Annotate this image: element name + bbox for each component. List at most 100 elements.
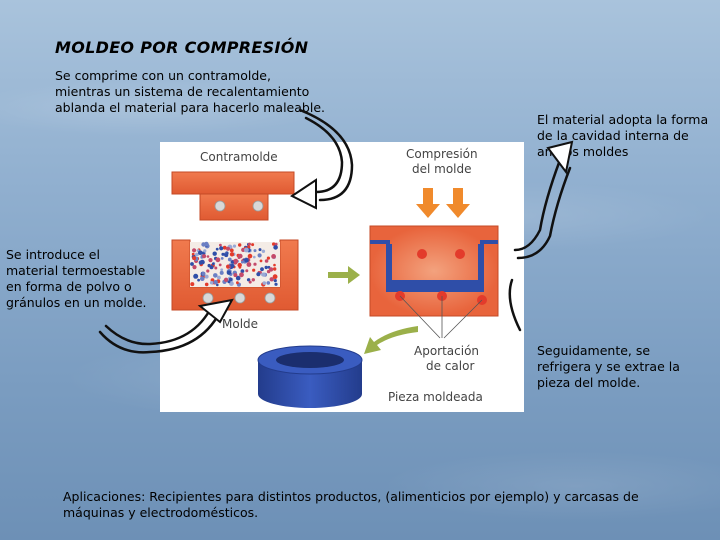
granule bbox=[272, 274, 278, 280]
granule bbox=[264, 265, 268, 270]
granule bbox=[204, 274, 209, 279]
introduce-text: Se introduce el material termoestable en… bbox=[6, 247, 147, 310]
granule bbox=[226, 270, 232, 275]
granule bbox=[213, 280, 218, 285]
intro-text: Se comprime con un contramolde, mientras… bbox=[55, 68, 325, 115]
granule bbox=[202, 254, 207, 259]
granule bbox=[233, 273, 238, 278]
applications-text: Aplicaciones: Recipientes para distintos… bbox=[63, 489, 639, 520]
granule bbox=[240, 269, 245, 273]
granule bbox=[209, 281, 214, 285]
granule bbox=[273, 263, 276, 267]
granule bbox=[233, 258, 239, 264]
granule bbox=[262, 281, 267, 285]
granule bbox=[244, 247, 249, 253]
granule bbox=[248, 242, 251, 246]
process-arrow-icon bbox=[328, 266, 360, 284]
granule bbox=[204, 282, 209, 287]
granule bbox=[273, 245, 278, 250]
granule bbox=[226, 246, 230, 251]
granule bbox=[221, 252, 225, 256]
diagram-svg: Contramolde Molde Compresión del molde bbox=[171, 147, 499, 408]
granule bbox=[218, 263, 222, 267]
closed-mold bbox=[369, 225, 499, 339]
granule bbox=[192, 256, 197, 261]
granule bbox=[220, 268, 224, 272]
granule bbox=[198, 250, 203, 255]
granule bbox=[222, 245, 227, 250]
granule bbox=[248, 280, 252, 284]
counter-mold bbox=[171, 171, 295, 221]
label-aportacion-2: de calor bbox=[426, 359, 474, 373]
compression-diagram: Contramolde Molde Compresión del molde bbox=[160, 142, 524, 412]
granule bbox=[192, 248, 197, 253]
granule bbox=[238, 253, 243, 259]
granule bbox=[236, 281, 239, 285]
granule bbox=[264, 259, 269, 263]
powder-granules bbox=[190, 241, 278, 287]
granule bbox=[239, 272, 244, 278]
granule bbox=[261, 272, 266, 277]
granule bbox=[190, 262, 194, 266]
granule bbox=[215, 247, 219, 251]
granule bbox=[227, 257, 232, 262]
granule bbox=[266, 256, 270, 260]
granule bbox=[230, 260, 235, 264]
granule bbox=[273, 279, 277, 283]
granule bbox=[201, 242, 206, 247]
granule bbox=[229, 248, 234, 253]
granule bbox=[253, 255, 256, 259]
granule bbox=[197, 278, 200, 282]
label-aportacion-1: Aportación bbox=[414, 344, 479, 358]
granule bbox=[192, 265, 197, 270]
granule bbox=[232, 244, 237, 248]
granule bbox=[213, 273, 218, 278]
molded-piece bbox=[257, 345, 363, 408]
granule bbox=[272, 242, 276, 246]
granule bbox=[191, 252, 195, 256]
granule bbox=[227, 280, 231, 284]
granule bbox=[256, 272, 261, 277]
granule bbox=[235, 275, 241, 281]
granule bbox=[247, 253, 253, 259]
granule bbox=[258, 248, 262, 252]
granule bbox=[224, 253, 229, 258]
granule bbox=[266, 281, 271, 285]
granule bbox=[200, 276, 205, 281]
granule bbox=[273, 267, 277, 271]
cool-text: Seguidamente, se refrigera y se extrae l… bbox=[537, 343, 680, 390]
granule bbox=[206, 269, 210, 273]
granule bbox=[209, 265, 214, 270]
granule bbox=[195, 252, 199, 257]
granule bbox=[215, 257, 221, 263]
granule bbox=[214, 266, 218, 270]
granule bbox=[266, 269, 271, 274]
granule bbox=[271, 254, 276, 259]
granule bbox=[193, 273, 199, 279]
compression-arrow-icon bbox=[416, 188, 440, 218]
granule bbox=[253, 262, 257, 266]
granule bbox=[211, 262, 215, 266]
compression-arrow-icon bbox=[446, 188, 470, 218]
granule bbox=[259, 259, 263, 263]
granule bbox=[217, 275, 221, 280]
label-compresion-1: Compresión bbox=[406, 147, 478, 161]
label-pieza: Pieza moldeada bbox=[388, 390, 483, 404]
granule bbox=[219, 243, 222, 247]
granule bbox=[228, 277, 233, 282]
granule bbox=[198, 260, 204, 265]
page-title: MOLDEO POR COMPRESIÓN bbox=[55, 38, 309, 57]
granule bbox=[206, 255, 210, 258]
granule bbox=[220, 257, 224, 260]
granule bbox=[268, 267, 274, 272]
granule bbox=[219, 246, 224, 251]
granule bbox=[245, 269, 249, 273]
adopt-text: El material adopta la forma de la cavida… bbox=[537, 112, 709, 159]
granule bbox=[203, 249, 207, 253]
mold-with-powder bbox=[171, 239, 299, 311]
granule bbox=[190, 282, 195, 287]
granule bbox=[216, 283, 219, 287]
granule bbox=[229, 252, 235, 257]
granule bbox=[274, 282, 278, 286]
return-arrow-icon bbox=[364, 326, 418, 354]
